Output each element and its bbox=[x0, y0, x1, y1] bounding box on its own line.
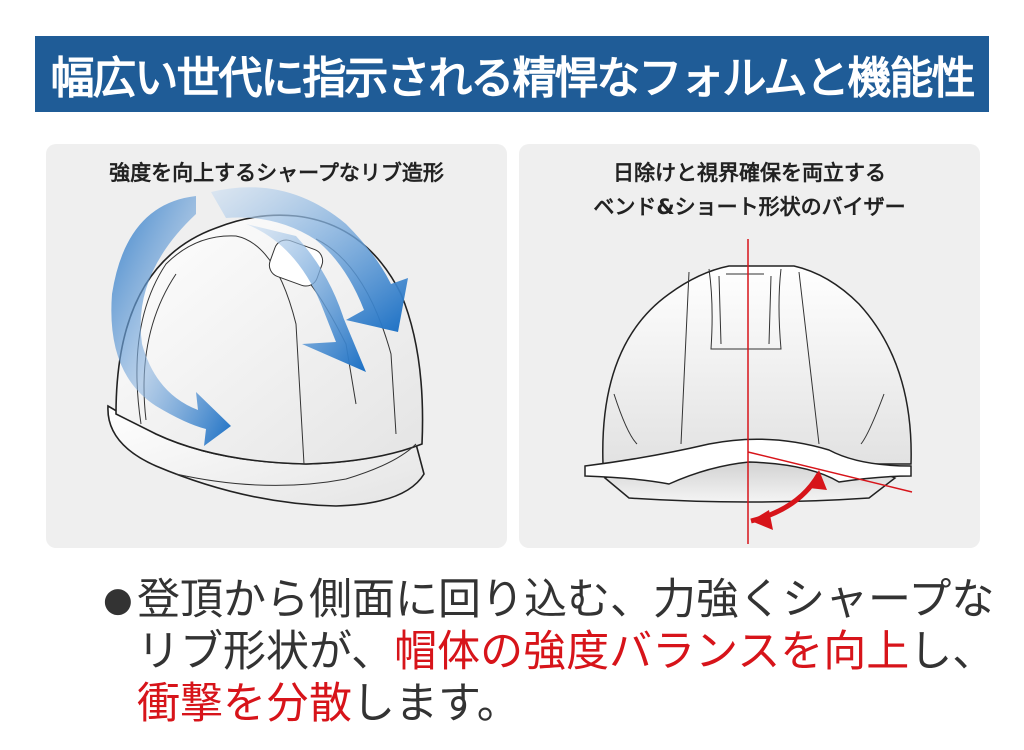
arrow-top-center-icon bbox=[246, 224, 366, 372]
page-title: 幅広い世代に指示される精悍なフォルムと機能性 bbox=[50, 53, 975, 104]
arrow-top-right-icon bbox=[211, 187, 408, 332]
helmet-side-illustration bbox=[107, 187, 425, 507]
page-title-banner: 幅広い世代に指示される精悍なフォルムと機能性 bbox=[35, 36, 989, 112]
helmet-front-illustration bbox=[584, 239, 913, 544]
visor-design-panel: 日除けと視界確保を両立する ベンド&ショート形状のバイザー bbox=[519, 144, 980, 548]
panel-caption-rib: 強度を向上するシャープなリブ造形 bbox=[109, 161, 444, 185]
highlight-impact-dispersion: 衝撃を分散 bbox=[137, 679, 352, 729]
angle-arrowhead-left-icon bbox=[751, 510, 773, 530]
description-line-2: リブ形状が、帽体の強度バランスを向上し、 bbox=[137, 627, 996, 677]
description-line-1: ●登頂から側面に回り込む、力強くシャープな bbox=[103, 575, 995, 625]
description-line-3: 衝撃を分散します。 bbox=[137, 679, 520, 729]
helmet-dome bbox=[602, 265, 912, 465]
rib-design-panel: 強度を向上するシャープなリブ造形 bbox=[46, 144, 507, 548]
panel-caption-visor: 日除けと視界確保を両立する ベンド&ショート形状のバイザー bbox=[519, 156, 980, 224]
arrow-side-icon bbox=[111, 196, 231, 446]
panel-caption-visor-line2: ベンド&ショート形状のバイザー bbox=[593, 195, 906, 219]
highlight-strength-balance: 帽体の強度バランスを向上 bbox=[394, 627, 910, 677]
description-text: ●登頂から側面に回り込む、力強くシャープな リブ形状が、帽体の強度バランスを向上… bbox=[103, 574, 996, 730]
angle-arrowhead-right-icon bbox=[809, 470, 827, 490]
bullet-icon: ● bbox=[103, 580, 133, 620]
visor-angle-line bbox=[747, 451, 913, 493]
panel-caption-visor-line1: 日除けと視界確保を両立する bbox=[613, 161, 886, 185]
